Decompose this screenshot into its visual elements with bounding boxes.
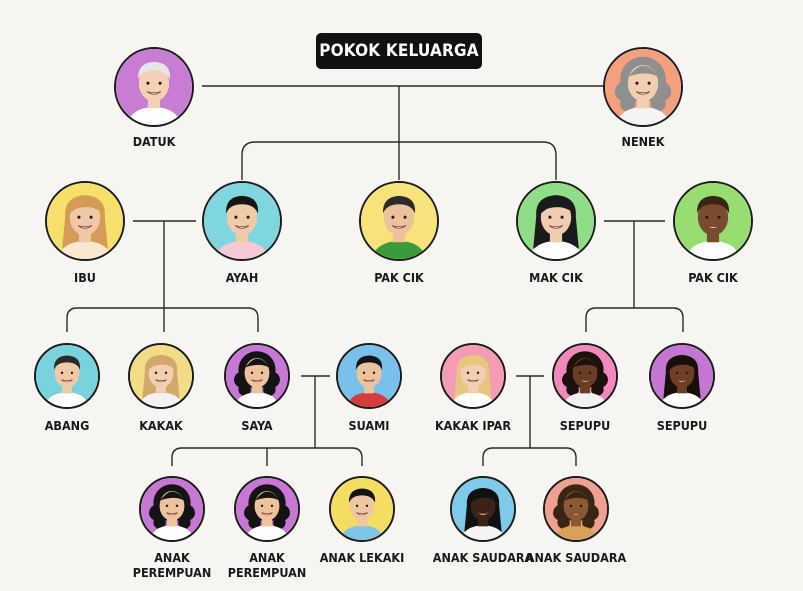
ayah-avatar (202, 181, 282, 261)
anak-saudara-avatar (450, 476, 516, 542)
nenek-label: NENEK (621, 134, 665, 149)
kakak-label: KAKAK (139, 418, 183, 433)
ayah-label: AYAH (225, 270, 259, 285)
anak-perempuan-label: ANAK PEREMPUAN (227, 550, 307, 580)
anak-lelaki-label: ANAK LEKAKI (319, 550, 405, 565)
anak-saudara-avatar (543, 476, 609, 542)
saya-label: SAYA (241, 418, 273, 433)
suami-avatar (336, 343, 402, 409)
mak-cik-avatar (516, 181, 596, 261)
ibu-avatar (45, 181, 125, 261)
pak-cik-avatar (359, 181, 439, 261)
abang-label: ABANG (44, 418, 90, 433)
abang-avatar (34, 343, 100, 409)
ibu-label: IBU (74, 270, 96, 285)
suami-label: SUAMI (348, 418, 390, 433)
saya-avatar (224, 343, 290, 409)
pak-cik-label: PAK CIK (374, 270, 424, 285)
pak-cik-label: PAK CIK (688, 270, 738, 285)
sepupu-label: SEPUPU (656, 418, 708, 433)
sepupu-label: SEPUPU (559, 418, 611, 433)
datuk-avatar (114, 47, 194, 127)
kakak-ipar-label: KAKAK IPAR (434, 418, 512, 433)
nenek-avatar (603, 47, 683, 127)
anak-lelaki-avatar (329, 476, 395, 542)
mak-cik-label: MAK CIK (529, 270, 583, 285)
kakak-ipar-avatar (440, 343, 506, 409)
anak-saudara-label: ANAK SAUDARA (525, 550, 627, 565)
kakak-avatar (128, 343, 194, 409)
datuk-label: DATUK (132, 134, 176, 149)
pak-cik-avatar (673, 181, 753, 261)
anak-perempuan-avatar (139, 476, 205, 542)
sepupu-avatar (649, 343, 715, 409)
anak-perempuan-avatar (234, 476, 300, 542)
anak-perempuan-label: ANAK PEREMPUAN (132, 550, 212, 580)
diagram-title: POKOK KELUARGA (316, 33, 482, 69)
sepupu-avatar (552, 343, 618, 409)
anak-saudara-label: ANAK SAUDARA (432, 550, 534, 565)
